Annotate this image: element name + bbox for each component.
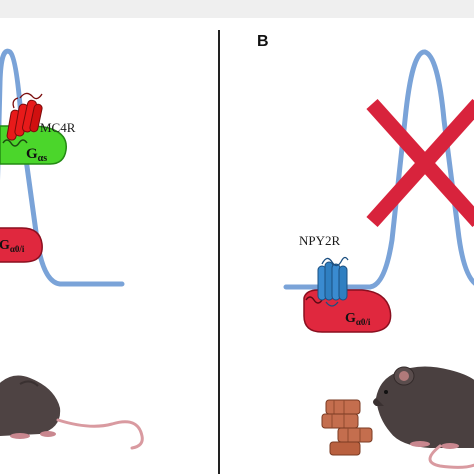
- g-alpha-0i-label-a: Gα0/i: [0, 238, 25, 254]
- lipid-anchor-a: [2, 139, 28, 147]
- mouse-icon-a: [0, 375, 144, 450]
- mc4r-receptor-icon: [6, 92, 43, 141]
- mouse-tail-b: [428, 444, 474, 469]
- membrane-peak-b: [283, 49, 474, 290]
- npy2r-receptor-icon: [317, 256, 349, 307]
- mouse-tail-a: [56, 418, 144, 450]
- panel-b: B Gα0/i NPY2R: [257, 33, 474, 469]
- top-strip: [0, 0, 474, 18]
- g-alpha-0i-label-b: Gα0/i: [345, 311, 371, 327]
- cross-icon: [366, 98, 474, 228]
- panel-a: MC4R Gαs Gα0/i: [0, 48, 144, 450]
- g-alpha-0i-protein-a: [0, 227, 43, 263]
- g-alpha-s-label: Gαs: [26, 146, 47, 164]
- mc4r-label: MC4R: [40, 120, 76, 135]
- panel-b-letter: B: [257, 33, 269, 50]
- membrane-peak-a: [0, 48, 125, 287]
- g-alpha-0i-protein-b: [303, 289, 392, 333]
- food-pellet-icon: [321, 399, 373, 456]
- mouse-icon-b: [373, 366, 474, 469]
- npy2r-label: NPY2R: [299, 233, 341, 248]
